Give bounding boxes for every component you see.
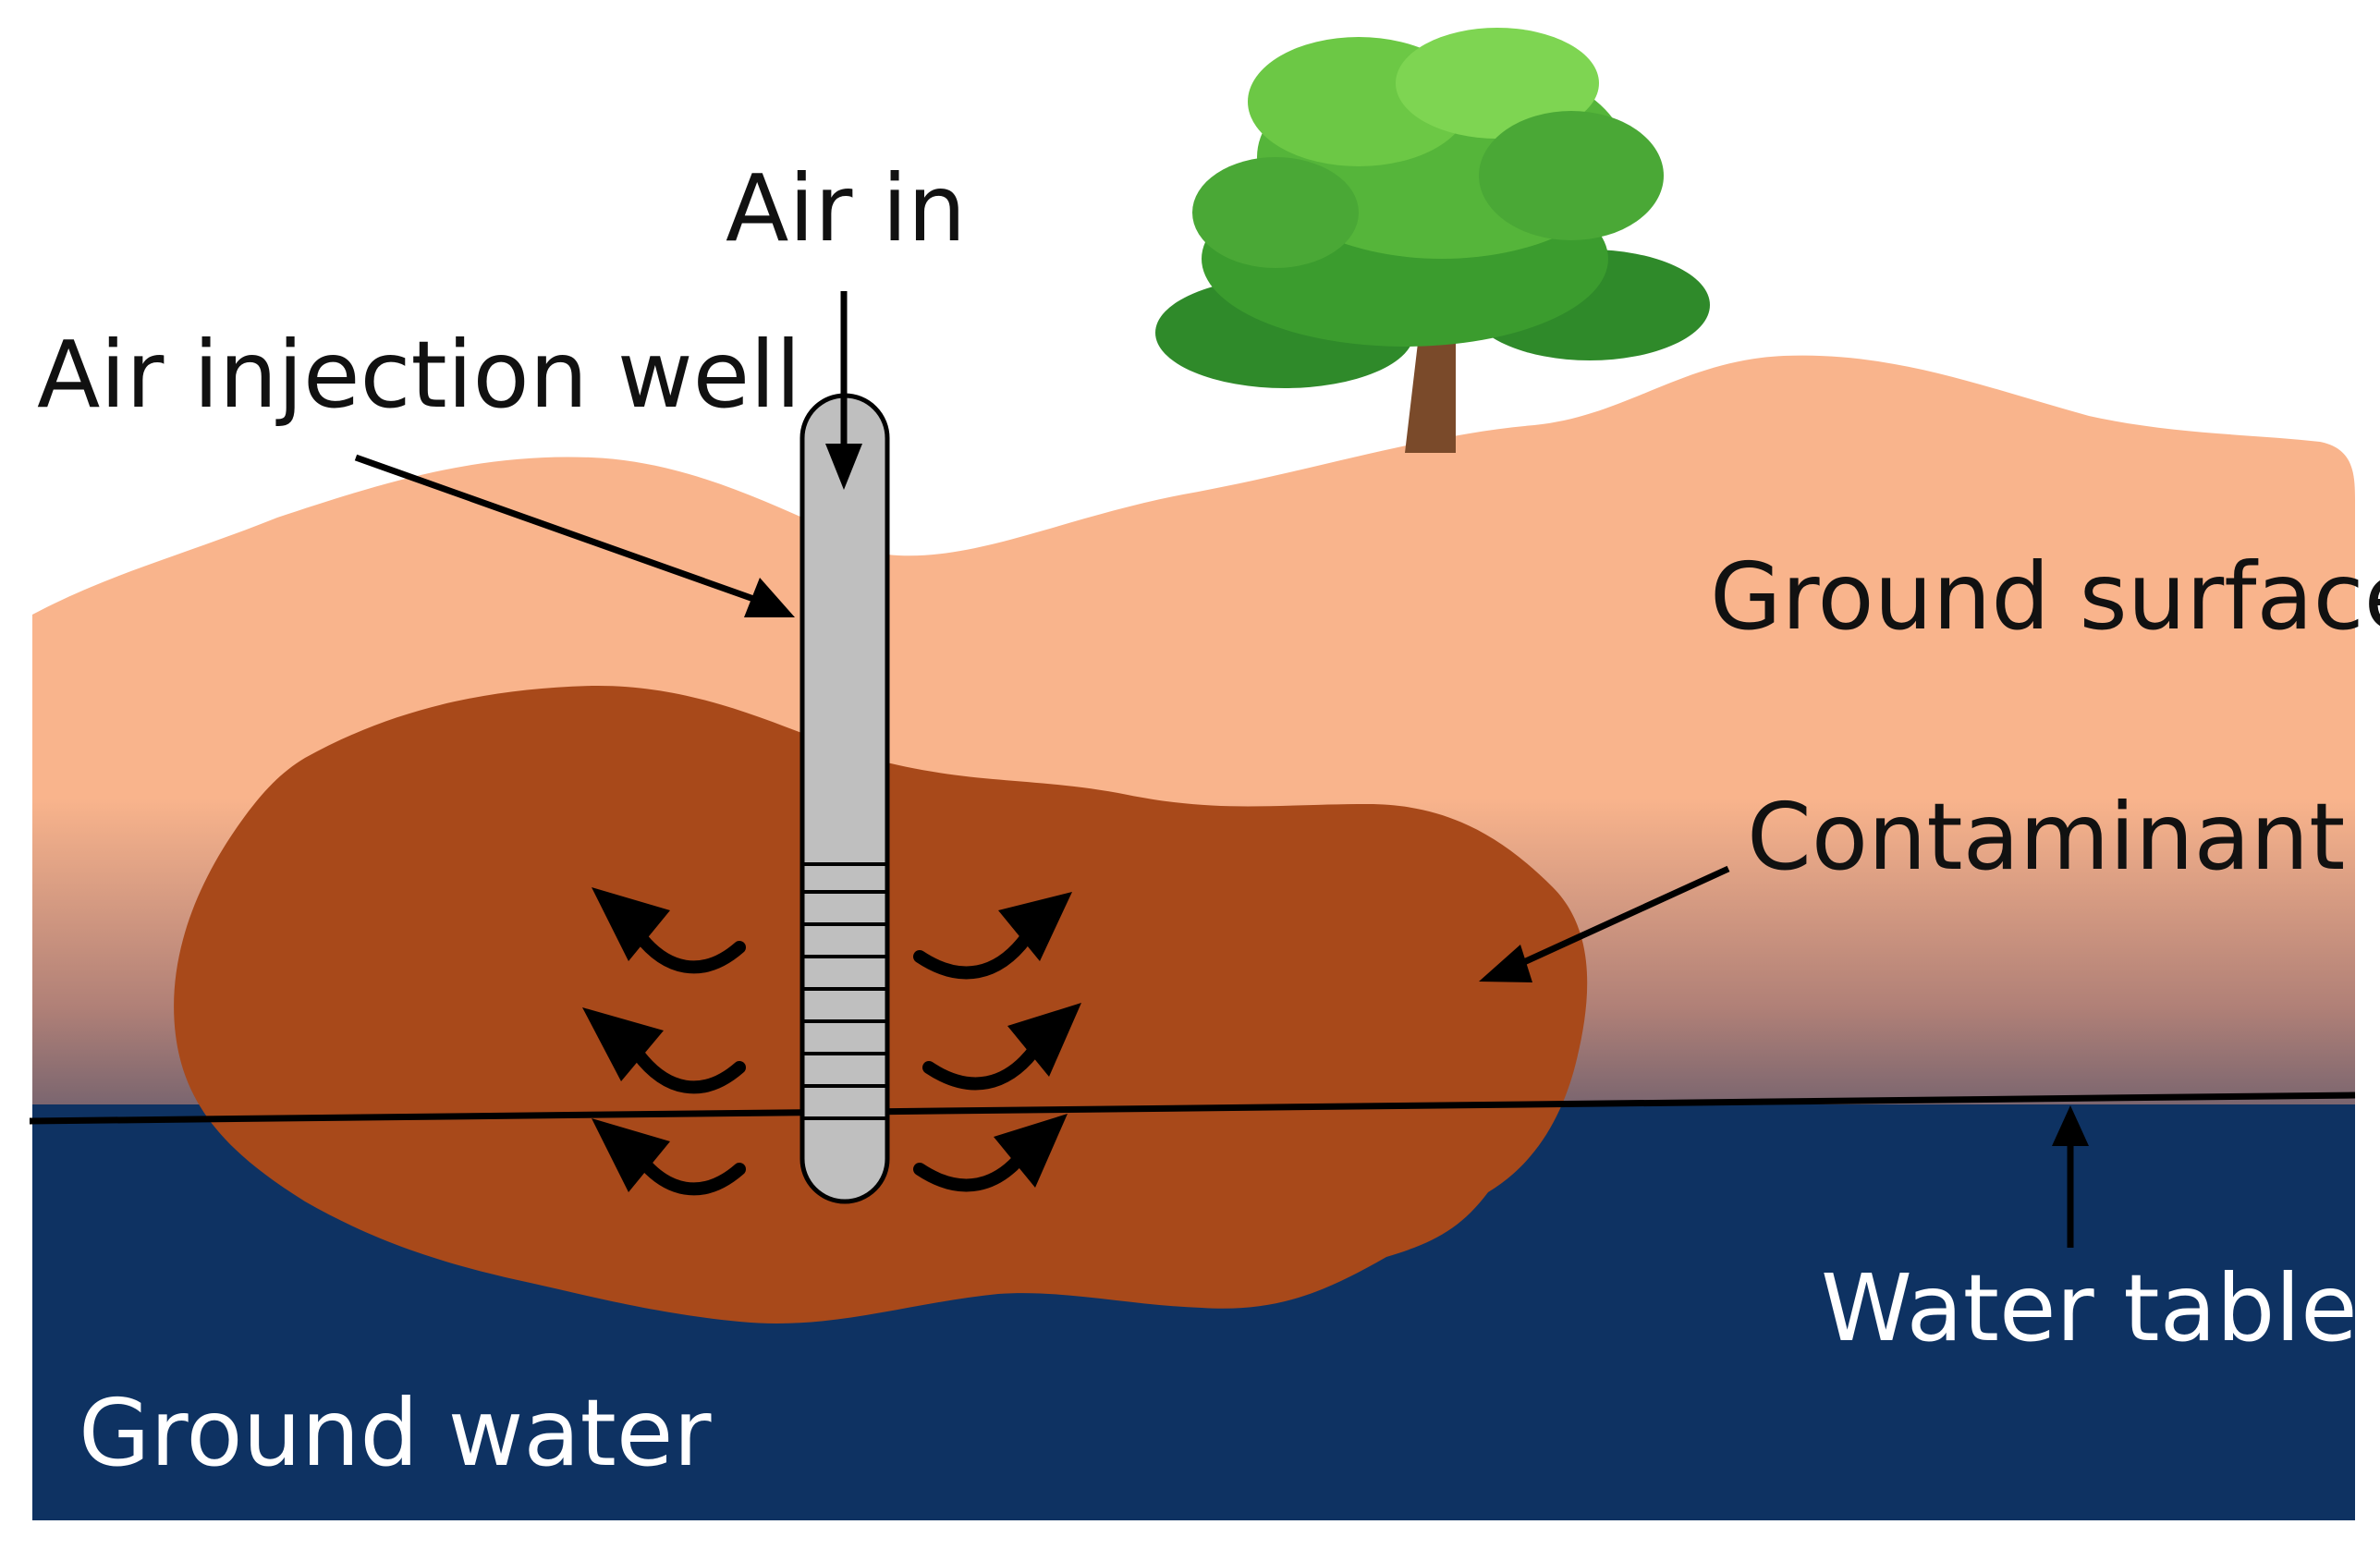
ground-water-label: Ground water	[79, 1379, 712, 1487]
air-injection-well	[799, 393, 890, 1204]
air-flow-arrowheads-left	[582, 887, 670, 1192]
water-table-line	[29, 1092, 2356, 1125]
ground-surface-label: Ground surface	[1710, 543, 2380, 651]
tree-icon	[1155, 28, 1710, 453]
air-in-label: Air in	[726, 154, 966, 262]
air-injection-well-pointer	[354, 454, 795, 617]
air-injection-well-label: Air injection well	[37, 321, 801, 429]
contaminant-label: Contaminant	[1747, 783, 2345, 891]
water-table-pointer	[2052, 1105, 2089, 1248]
contaminant-pointer	[1479, 865, 1730, 982]
water-table-label: Water table	[1821, 1254, 2358, 1362]
air-flow-arrowheads-right	[994, 892, 1081, 1188]
air-in-arrow	[825, 291, 862, 490]
